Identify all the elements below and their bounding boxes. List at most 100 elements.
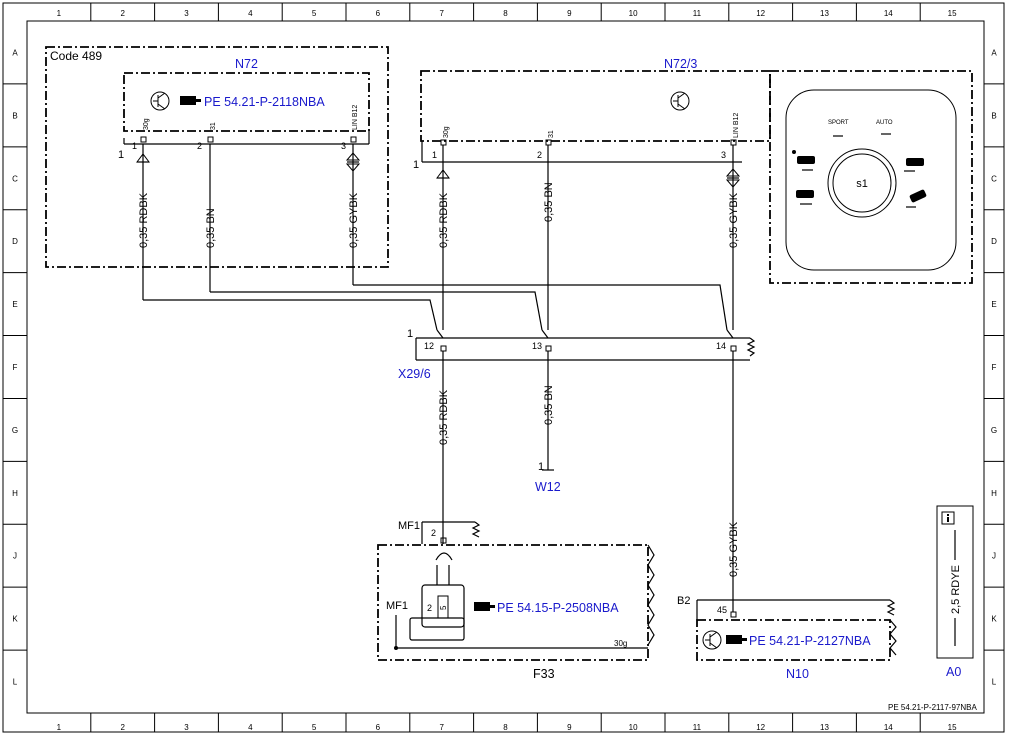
n72-3-pin-2: 2 xyxy=(537,150,542,160)
n72-bus-pin: 1 xyxy=(118,149,124,161)
wire-label-gybk: 0,35 GYBK xyxy=(728,521,740,577)
legend-wire-label: 2,5 RDYE xyxy=(950,565,962,614)
b2-pin-45: 45 xyxy=(717,605,727,615)
sport-label: SPORT xyxy=(828,120,849,126)
column-label: 13 xyxy=(820,9,829,18)
column-label: 11 xyxy=(693,9,702,18)
pointing-hand-icon xyxy=(180,96,201,105)
legend-box xyxy=(936,505,974,659)
row-label: H xyxy=(12,489,18,498)
car-icon xyxy=(904,158,924,172)
row-label: K xyxy=(12,615,18,624)
terminal xyxy=(207,136,214,143)
wire-label-bn: 0,35 BN xyxy=(543,385,555,425)
row-label: D xyxy=(991,237,997,246)
x29-6-pin-13: 13 xyxy=(532,341,542,351)
column-label: 10 xyxy=(629,723,638,732)
hill-car-icon xyxy=(906,189,927,208)
n72-reference-link[interactable]: PE 54.21-P-2118NBA xyxy=(204,95,325,109)
column-label: 15 xyxy=(948,723,957,732)
column-label: 11 xyxy=(693,723,702,732)
column-label: 8 xyxy=(503,723,508,732)
column-label: 12 xyxy=(756,9,765,18)
wire-label-bn: 0,35 BN xyxy=(543,182,555,222)
wire-label-rdbk: 0,35 RDBK xyxy=(138,192,150,248)
f33-reference-link[interactable]: PE 54.15-P-2508NBA xyxy=(497,601,619,615)
n72-3-pin-1: 1 xyxy=(432,150,437,160)
n72-pin-1: 1 xyxy=(132,141,137,151)
switch-panel-box xyxy=(769,70,973,284)
terminal xyxy=(440,345,447,352)
column-label: 9 xyxy=(567,723,572,732)
column-label: 6 xyxy=(376,9,381,18)
row-label: G xyxy=(12,426,18,435)
row-label: E xyxy=(991,300,996,309)
n72-signal-31: 31 xyxy=(210,122,217,130)
n72-3-signal-lin: LIN B12 xyxy=(733,113,740,138)
b2-label: B2 xyxy=(677,595,690,607)
n72-signal-lin: LIN B12 xyxy=(352,105,359,130)
row-label: J xyxy=(992,552,996,561)
f33-30g: 30g xyxy=(614,639,627,648)
offroad-car-icon xyxy=(796,190,814,205)
column-grid: 1122334455667788991010111112121313141415… xyxy=(57,3,957,732)
row-label: F xyxy=(992,363,997,372)
n72-label[interactable]: N72 xyxy=(235,57,258,71)
row-label: L xyxy=(13,678,18,687)
terminal xyxy=(140,136,147,143)
column-label: 9 xyxy=(567,9,572,18)
code-489-box xyxy=(45,46,389,268)
s1-label: s1 xyxy=(856,178,868,190)
wire-label-bn: 0,35 BN xyxy=(205,208,217,248)
info-icon xyxy=(941,511,955,525)
code-label: Code 489 xyxy=(50,49,102,63)
document-id: PE 54.21-P-2117-97NBA xyxy=(888,703,977,712)
terminal xyxy=(730,345,737,352)
terminal xyxy=(440,537,447,544)
down-arrow-icon xyxy=(345,163,361,172)
n10-label[interactable]: N10 xyxy=(786,667,809,681)
column-label: 10 xyxy=(629,9,638,18)
row-label: A xyxy=(991,48,997,57)
mf1-side-label: MF1 xyxy=(386,600,408,612)
n72-3-label[interactable]: N72/3 xyxy=(664,57,697,71)
column-label: 7 xyxy=(439,9,444,18)
column-label: 5 xyxy=(312,9,317,18)
fuse-pin: 2 xyxy=(427,603,432,613)
n72-3-pin-3: 3 xyxy=(721,150,726,160)
x29-6-connector[interactable] xyxy=(415,337,756,361)
terminal xyxy=(350,136,357,143)
terminal xyxy=(730,611,737,618)
column-label: 2 xyxy=(120,9,125,18)
column-label: 1 xyxy=(57,9,62,18)
x29-6-pin-12: 12 xyxy=(424,341,434,351)
n72-3-signal-31: 31 xyxy=(548,130,555,138)
a0-label[interactable]: A0 xyxy=(946,665,961,679)
n10-reference-link[interactable]: PE 54.21-P-2127NBA xyxy=(749,634,871,648)
w12-label[interactable]: W12 xyxy=(535,480,561,494)
row-label: G xyxy=(991,426,997,435)
f33-label: F33 xyxy=(533,667,555,681)
column-label: 14 xyxy=(884,9,893,18)
n72-3-signal-30g: 30g xyxy=(443,126,450,138)
transistor-icon xyxy=(670,91,690,111)
n72-signal-30g: 30g xyxy=(143,118,150,130)
fuse-holder-icon xyxy=(409,552,465,641)
n72-pin-3: 3 xyxy=(341,141,346,151)
column-label: 2 xyxy=(120,723,125,732)
drive-mode-switch[interactable]: SPORT AUTO s1 xyxy=(785,89,957,271)
n72-3-bus-pin: 1 xyxy=(413,159,419,171)
transistor-icon xyxy=(702,630,722,650)
row-label: F xyxy=(13,363,18,372)
w12-pin-1: 1 xyxy=(538,461,544,473)
column-label: 12 xyxy=(756,723,765,732)
row-label: C xyxy=(12,174,18,183)
column-label: 13 xyxy=(820,723,829,732)
n72-pin-2: 2 xyxy=(197,141,202,151)
up-arrow-icon xyxy=(725,168,741,177)
snow-car-icon xyxy=(792,150,815,171)
row-label: B xyxy=(12,111,17,120)
x29-6-label[interactable]: X29/6 xyxy=(398,367,431,381)
wire-label-rdbk: 0,35 RDBK xyxy=(438,192,450,248)
